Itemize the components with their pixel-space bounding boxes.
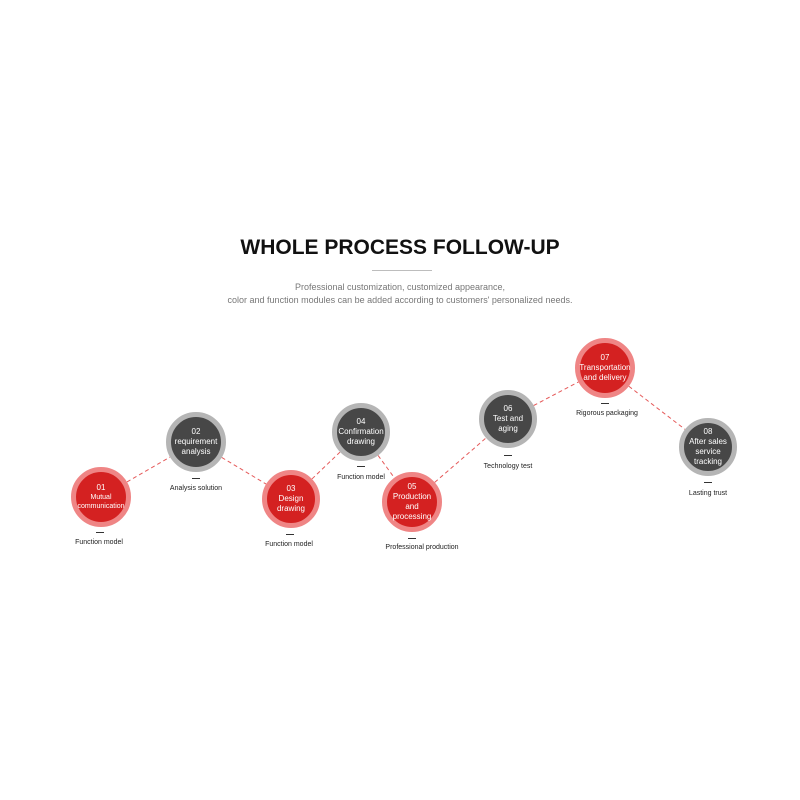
connector-line [533, 381, 579, 406]
step-caption-dash [704, 482, 712, 483]
step-caption-07: Rigorous packaging [576, 410, 638, 417]
step-label: Confirmation drawing [338, 427, 384, 446]
step-caption-01: Function model [75, 539, 123, 546]
step-number: 03 [286, 484, 296, 493]
step-node-04: 04 Confirmation drawing [332, 403, 390, 461]
step-node-08: 08 After sales service tracking [679, 418, 737, 476]
step-node-02: 02 requirement analysis [166, 412, 226, 472]
step-node-03: 03 Design drawing [262, 470, 320, 528]
subtitle-line-2: color and function modules can be added … [227, 295, 573, 305]
step-caption-dash [408, 538, 416, 539]
step-caption-02: Analysis solution [169, 485, 223, 492]
step-label: Production and processing [392, 492, 432, 521]
step-caption-03: Function model [265, 541, 313, 548]
connector-line [628, 385, 686, 430]
step-node-06: 06 Test and aging [479, 390, 537, 448]
connector-line [377, 455, 395, 479]
step-caption-08: Lasting trust [688, 490, 728, 497]
step-caption-06: Technology test [483, 463, 533, 470]
step-label: Test and aging [492, 414, 524, 433]
step-caption-dash [96, 532, 104, 533]
step-label: requirement analysis [174, 437, 218, 456]
step-number: 08 [703, 427, 713, 436]
connector-line [126, 456, 171, 483]
step-caption-dash [504, 455, 512, 456]
step-node-05: 05 Production and processing [382, 472, 442, 532]
title-divider [372, 270, 432, 271]
connector-line [221, 457, 267, 485]
step-label: Mutual communication [77, 494, 125, 510]
step-label: Transportation and delivery [579, 363, 631, 382]
step-number: 01 [96, 483, 106, 492]
step-caption-dash [286, 534, 294, 535]
step-number: 02 [191, 427, 201, 436]
step-number: 05 [407, 482, 417, 491]
step-caption-dash [192, 478, 200, 479]
step-node-01: 01 Mutual communication [71, 467, 131, 527]
step-number: 04 [356, 417, 366, 426]
step-node-07: 07 Transportation and delivery [575, 338, 635, 398]
step-number: 07 [600, 353, 610, 362]
step-caption-dash [357, 466, 365, 467]
connector-line [434, 437, 487, 483]
step-caption-dash [601, 403, 609, 404]
step-caption-04: Function model [337, 474, 385, 481]
step-label: Design drawing [276, 494, 305, 513]
page-title: WHOLE PROCESS FOLLOW-UP [240, 236, 560, 259]
step-caption-05: Professional production [385, 544, 459, 551]
step-label: After sales service tracking [689, 437, 727, 466]
step-number: 06 [503, 404, 513, 413]
subtitle-line-1: Professional customization, customized a… [294, 282, 506, 292]
